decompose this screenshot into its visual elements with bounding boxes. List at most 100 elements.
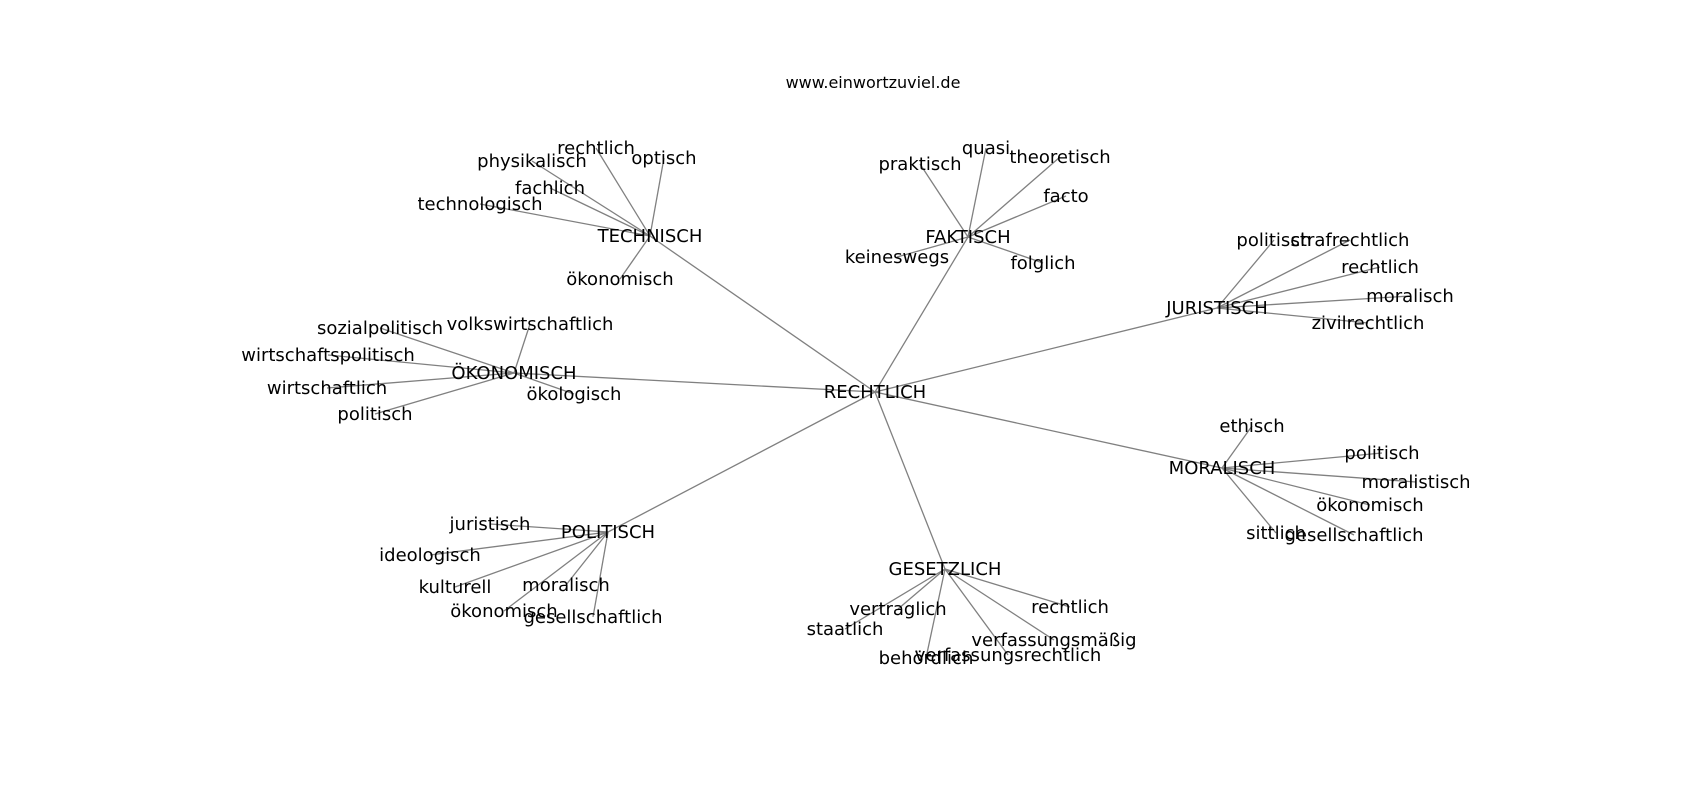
node-hub-technisch: TECHNISCH xyxy=(597,226,703,247)
node-faktisch-keineswegs: keineswegs xyxy=(845,247,949,268)
node-gesetzlich-vertraglich: vertraglich xyxy=(849,599,946,620)
node-center-rechtlich: RECHTLICH xyxy=(824,382,926,403)
edge-center-politisch xyxy=(607,391,876,533)
edge-moralisch-moralistisch xyxy=(1221,467,1417,483)
node-politisch-oekonomisch: ökonomisch xyxy=(450,601,557,622)
edge-faktisch-facto xyxy=(967,195,1067,238)
node-politisch-juristisch: juristisch xyxy=(449,514,531,535)
edge-moralisch-ethisch xyxy=(1221,425,1253,469)
node-moralisch-politisch: politisch xyxy=(1344,443,1419,464)
edge-center-juristisch xyxy=(874,307,1218,393)
edge-juristisch-strafrechtlich xyxy=(1216,239,1351,309)
edge-gesetzlich-behoerdlich xyxy=(925,568,946,659)
edge-gesetzlich-verfassungsmaessig xyxy=(944,568,1055,641)
edge-politisch-kulturell xyxy=(454,531,609,588)
edge-gesetzlich-verfassungsrechtlich xyxy=(944,568,1009,656)
edge-faktisch-folglich xyxy=(967,236,1044,264)
node-technisch-technologisch: technologisch xyxy=(418,194,543,215)
node-juristisch-politisch: politisch xyxy=(1236,230,1311,251)
node-gesetzlich-behoerdlich: behördlich xyxy=(879,648,974,669)
node-hub-gesetzlich: GESETZLICH xyxy=(889,559,1002,580)
edge-technisch-fachlich xyxy=(549,187,651,237)
node-oekonomisch-sozialpolitisch: sozialpolitisch xyxy=(317,318,443,339)
edge-oekonomisch-volkswirtschaftlich xyxy=(513,323,531,374)
node-politisch-kulturell: kulturell xyxy=(419,577,492,598)
edge-juristisch-zivilrechtlich xyxy=(1216,307,1369,324)
node-politisch-moralisch: moralisch xyxy=(522,575,610,596)
node-juristisch-strafrechtlich: strafrechtlich xyxy=(1291,230,1410,251)
edge-oekonomisch-politisch xyxy=(374,372,515,415)
edge-technisch-technologisch xyxy=(479,203,651,237)
edge-oekonomisch-sozialpolitisch xyxy=(379,327,515,374)
edge-center-faktisch xyxy=(874,236,969,393)
edge-moralisch-politisch xyxy=(1221,452,1383,469)
edge-politisch-ideologisch xyxy=(429,531,609,556)
node-juristisch-zivilrechtlich: zivilrechtlich xyxy=(1312,313,1425,334)
node-hub-politisch: POLITISCH xyxy=(561,522,655,543)
node-moralisch-moralistisch: moralistisch xyxy=(1361,472,1470,493)
node-juristisch-rechtlich: rechtlich xyxy=(1341,257,1419,278)
edge-center-technisch xyxy=(649,235,876,393)
edge-moralisch-gesellschaftlich xyxy=(1221,467,1355,536)
node-gesetzlich-verfassungsrechtlich: verfassungsrechtlich xyxy=(915,645,1102,666)
node-moralisch-gesellschaftlich: gesellschaftlich xyxy=(1284,525,1423,546)
node-politisch-gesellschaftlich: gesellschaftlich xyxy=(523,607,662,628)
node-gesetzlich-rechtlich: rechtlich xyxy=(1031,597,1109,618)
edge-moralisch-oekonomisch xyxy=(1221,467,1371,506)
edge-faktisch-praktisch xyxy=(919,163,969,238)
node-oekonomisch-oekologisch: ökologisch xyxy=(527,384,622,405)
graph-edges xyxy=(326,147,1417,659)
node-hub-moralisch: MORALISCH xyxy=(1169,458,1276,479)
edge-oekonomisch-oekologisch xyxy=(513,372,575,395)
node-faktisch-facto: facto xyxy=(1043,186,1088,207)
edge-center-moralisch xyxy=(874,391,1223,469)
node-hub-oekonomisch: ÖKONOMISCH xyxy=(451,362,576,384)
edge-juristisch-moralisch xyxy=(1216,295,1411,309)
node-politisch-ideologisch: ideologisch xyxy=(379,545,481,566)
website-label: www.einwortzuviel.de xyxy=(786,73,961,92)
node-faktisch-quasi: quasi xyxy=(962,138,1010,159)
edge-oekonomisch-wirtschaftspolitisch xyxy=(327,354,515,374)
node-faktisch-praktisch: praktisch xyxy=(878,154,961,175)
edge-technisch-optisch xyxy=(649,157,665,237)
edge-politisch-juristisch xyxy=(489,523,609,533)
node-hub-juristisch: JURISTISCH xyxy=(1165,298,1268,319)
node-faktisch-theoretisch: theoretisch xyxy=(1009,147,1110,168)
edge-technisch-oekonomisch xyxy=(619,235,651,280)
edge-gesetzlich-rechtlich xyxy=(944,568,1071,608)
node-oekonomisch-wirtschaftspolitisch: wirtschaftspolitisch xyxy=(241,345,415,366)
edge-technisch-physikalisch xyxy=(531,160,651,237)
node-gesetzlich-verfassungsmaessig: verfassungsmäßig xyxy=(971,630,1136,651)
edge-center-gesetzlich xyxy=(874,391,946,570)
edge-moralisch-sittlich xyxy=(1221,467,1277,534)
edge-politisch-moralisch xyxy=(565,531,609,586)
edge-technisch-rechtlich xyxy=(595,147,651,237)
graph-labels: RECHTLICHTECHNISCHrechtlichoptischphysik… xyxy=(241,138,1470,669)
node-moralisch-oekonomisch: ökonomisch xyxy=(1316,495,1423,516)
node-moralisch-sittlich: sittlich xyxy=(1246,523,1306,544)
node-moralisch-ethisch: ethisch xyxy=(1219,416,1284,437)
node-technisch-physikalisch: physikalisch xyxy=(477,151,587,172)
node-oekonomisch-politisch: politisch xyxy=(337,404,412,425)
node-faktisch-folglich: folglich xyxy=(1010,253,1075,274)
edge-politisch-gesellschaftlich xyxy=(592,531,609,618)
node-technisch-optisch: optisch xyxy=(631,148,696,169)
node-oekonomisch-wirtschaftlich: wirtschaftlich xyxy=(267,378,387,399)
node-gesetzlich-staatlich: staatlich xyxy=(807,619,884,640)
node-juristisch-moralisch: moralisch xyxy=(1366,286,1454,307)
edge-faktisch-theoretisch xyxy=(967,156,1061,238)
edge-oekonomisch-wirtschaftlich xyxy=(326,372,515,389)
edge-faktisch-keineswegs xyxy=(896,236,969,258)
edge-center-oekonomisch xyxy=(513,372,876,393)
node-technisch-rechtlich: rechtlich xyxy=(557,138,635,159)
node-technisch-fachlich: fachlich xyxy=(515,178,585,199)
edge-faktisch-quasi xyxy=(967,147,987,238)
edge-politisch-oekonomisch xyxy=(503,531,609,612)
edge-gesetzlich-staatlich xyxy=(844,568,946,630)
node-oekonomisch-volkswirtschaftlich: volkswirtschaftlich xyxy=(447,314,614,335)
edge-juristisch-rechtlich xyxy=(1216,266,1381,309)
node-hub-faktisch: FAKTISCH xyxy=(925,227,1010,248)
edge-gesetzlich-vertraglich xyxy=(897,568,946,610)
edge-juristisch-politisch xyxy=(1216,239,1275,309)
